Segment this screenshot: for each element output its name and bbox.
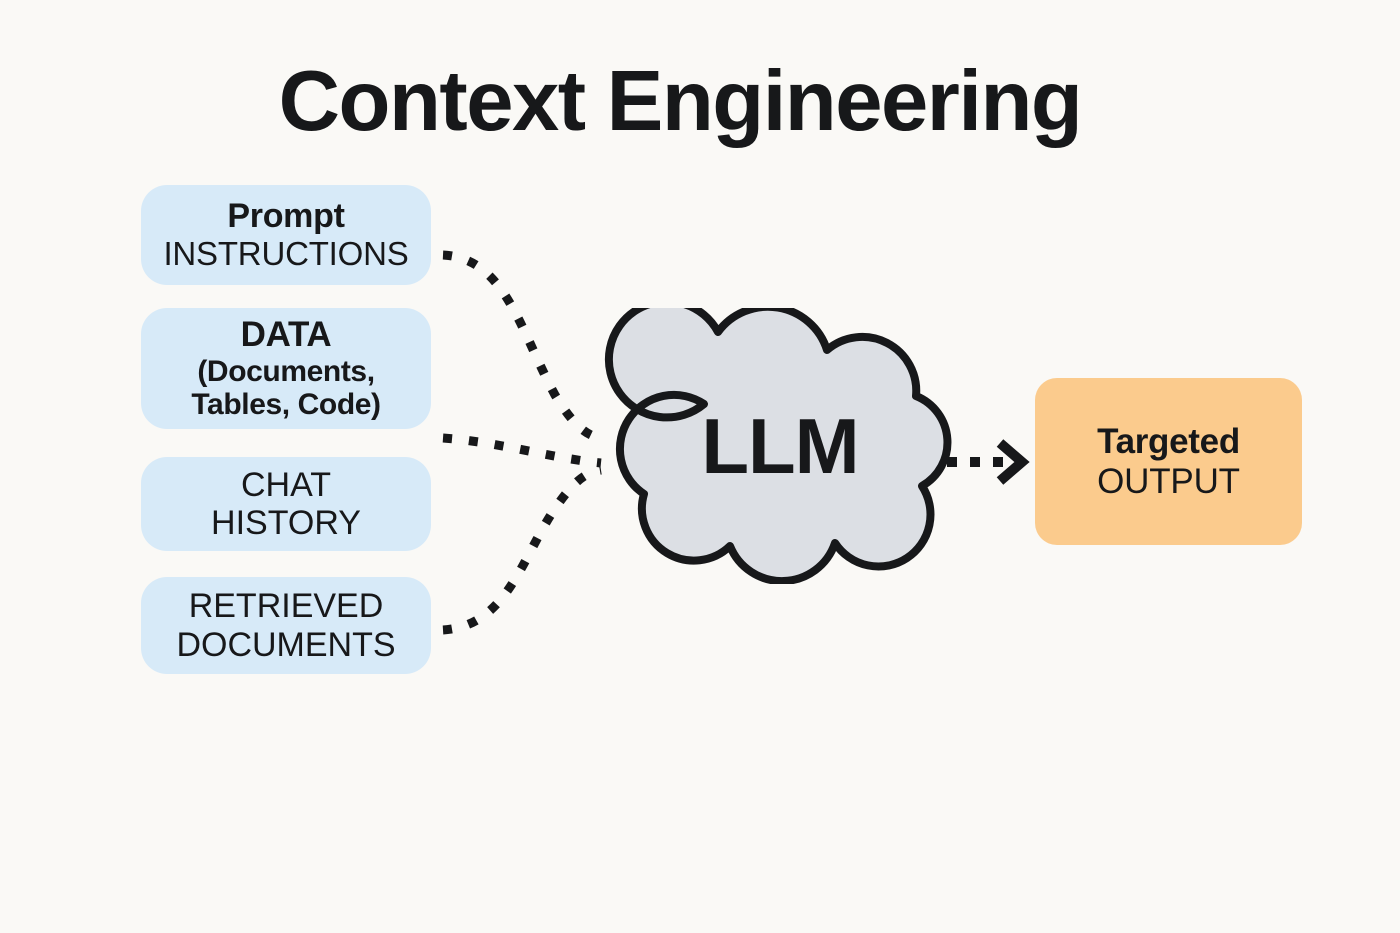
input-box-data[interactable]: DATA (Documents, Tables, Code) [141, 308, 431, 429]
cloud-icon [604, 308, 952, 584]
input-box-retrieved-documents[interactable]: RETRIEVED DOCUMENTS [141, 577, 431, 674]
input-box-prompt-line2: INSTRUCTIONS [163, 234, 409, 272]
llm-cloud[interactable]: LLM [596, 308, 960, 584]
input-box-data-line3: Tables, Code) [191, 388, 381, 422]
connector-chat-history-to-llm [442, 465, 602, 635]
input-box-prompt-line1: Prompt [227, 197, 345, 236]
output-box-line2: OUTPUT [1097, 461, 1240, 501]
output-box-line1: Targeted [1097, 421, 1240, 461]
input-box-prompt[interactable]: Prompt INSTRUCTIONS [141, 185, 431, 285]
input-box-chat-history-line2: HISTORY [211, 504, 361, 542]
output-box-targeted-output[interactable]: Targeted OUTPUT [1035, 378, 1302, 545]
arrowhead-icon [996, 439, 1030, 485]
page-title: Context Engineering [278, 54, 1083, 149]
input-box-data-line1: DATA [240, 315, 332, 355]
input-box-chat-history-line1: CHAT [240, 465, 332, 504]
connector-data-to-llm [442, 433, 602, 468]
input-box-chat-history[interactable]: CHAT HISTORY [141, 457, 431, 551]
input-box-retrieved-documents-line2: DOCUMENTS [176, 625, 396, 664]
input-box-retrieved-documents-line1: RETRIEVED [188, 587, 384, 626]
input-box-data-line2: (Documents, [197, 354, 375, 388]
connector-prompt-to-llm [442, 250, 602, 443]
